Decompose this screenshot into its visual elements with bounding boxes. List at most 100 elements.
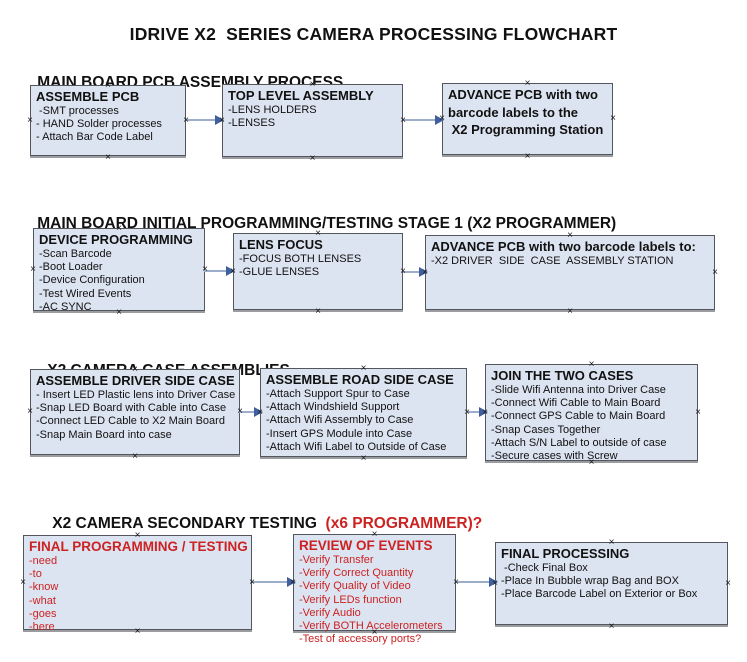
anchor-x-mark: ×	[315, 306, 321, 317]
box-item: -Device Configuration	[39, 274, 145, 287]
box-item: -here	[29, 621, 55, 634]
arrow-head-icon	[419, 267, 428, 277]
anchor-x-mark: ×	[712, 266, 718, 278]
box-items: -SMT processes- HAND Solder processes- A…	[36, 105, 180, 145]
box-title: ASSEMBLE DRIVER SIDE CASE	[36, 373, 235, 388]
arrow-shaft	[403, 119, 438, 121]
box-item: -LENSES	[228, 117, 276, 130]
anchor-x-mark: ×	[567, 230, 573, 241]
box-items: -Slide Wifi Antenna into Driver Case-Con…	[491, 384, 692, 463]
box-item: -Attach Wifi Assembly to Case	[266, 414, 414, 427]
arrow-shaft	[466, 411, 482, 413]
box-item: -Connect GPS Cable to Main Board	[491, 410, 666, 423]
anchor-x-mark: ×	[116, 223, 122, 234]
box-items: -FOCUS BOTH LENSES-GLUE LENSES	[239, 253, 397, 279]
box-item: -Verify Audio	[299, 606, 361, 619]
section-heading-initial-programming: MAIN BOARD INITIAL PROGRAMMING/TESTING S…	[20, 197, 616, 251]
box-title: TOP LEVEL ASSEMBLY	[228, 88, 374, 103]
box-items: -Check Final Box-Place In Bubble wrap Ba…	[501, 562, 722, 602]
box-lens-focus: LENS FOCUS -FOCUS BOTH LENSES-GLUE LENSE…	[230, 228, 406, 317]
box-item: -Test Wired Events	[39, 287, 132, 300]
anchor-x-mark: ×	[371, 627, 378, 638]
box-item: -Attach S/N Label to outside of case	[491, 436, 667, 449]
arrow-head-icon	[489, 577, 498, 587]
box-items: -LENS HOLDERS-LENSES	[228, 104, 397, 130]
anchor-x-mark: ×	[524, 151, 531, 162]
anchor-x-mark: ×	[249, 576, 255, 588]
flow-arrow	[403, 267, 428, 277]
box-items: -need-to-know-what-goes-here	[29, 555, 246, 634]
box-item: -Connect LED Cable to X2 Main Board	[36, 415, 225, 428]
anchor-x-mark: ×	[105, 80, 111, 91]
flow-arrow	[403, 115, 444, 125]
anchor-x-mark: ×	[360, 453, 367, 464]
box-item: -need	[29, 555, 58, 567]
box-title: DEVICE PROGRAMMING	[39, 232, 193, 247]
anchor-x-mark: ×	[464, 406, 470, 418]
anchor-x-mark: ×	[439, 113, 445, 124]
anchor-x-mark: ×	[588, 457, 595, 468]
box-title: FINAL PROCESSING	[501, 546, 630, 561]
box-item: -Place Barcode Label on Exterior or Box	[501, 588, 698, 601]
box-final-processing: FINAL PROCESSING -Check Final Box-Place …	[492, 538, 731, 632]
box-item: -X2 DRIVER SIDE CASE ASSEMBLY STATION	[431, 255, 674, 267]
anchor-x-mark: ×	[237, 406, 243, 417]
box-join-the-two-cases: JOIN THE TWO CASES -Slide Wifi Antenna i…	[482, 360, 701, 468]
anchor-x-mark: ×	[309, 79, 316, 90]
anchor-x-mark: ×	[725, 577, 731, 589]
anchor-x-mark: ×	[371, 529, 378, 540]
box-item: -Place In Bubble wrap Bag and BOX	[501, 575, 679, 588]
box-item: -Insert GPS Module into Case	[266, 427, 413, 440]
anchor-x-mark: ×	[134, 626, 141, 637]
arrow-head-icon	[479, 407, 488, 417]
box-item: -Verify Quality of Video	[299, 580, 411, 593]
box-title: REVIEW OF EVENTS	[299, 538, 433, 553]
flow-arrow	[466, 407, 488, 417]
anchor-x-mark: ×	[492, 577, 498, 589]
anchor-x-mark: ×	[453, 576, 459, 588]
box-title: ASSEMBLE ROAD SIDE CASE	[266, 372, 454, 387]
arrow-shaft	[252, 581, 290, 583]
box-advance-pcb-case-assembly: ADVANCE PCB with two barcode labels to: …	[422, 230, 718, 317]
page-title: IDRIVE X2 SERIES CAMERA PROCESSING FLOWC…	[129, 24, 618, 44]
box-item: -Test of accessory ports?	[299, 633, 422, 646]
flow-arrow	[239, 407, 263, 417]
box-item: ADVANCE PCB with two	[448, 87, 598, 102]
box-item: -Snap Cases Together	[491, 423, 601, 436]
box-top-level-assembly: TOP LEVEL ASSEMBLY -LENS HOLDERS-LENSES …	[219, 79, 406, 164]
box-items: -Attach Support Spur to Case-Attach Wind…	[266, 388, 461, 454]
box-title: LENS FOCUS	[239, 237, 323, 252]
box-item: -Connect Wifi Cable to Main Board	[491, 397, 661, 410]
heading-text-red: (x6 PROGRAMMER)?	[325, 515, 483, 532]
box-item: -Scan Barcode	[39, 248, 112, 260]
anchor-x-mark: ×	[219, 114, 225, 126]
heading-text: X2 CAMERA SECONDARY TESTING	[52, 515, 326, 532]
box-item: -Attach Wifi Label to Outside of Case	[266, 440, 447, 453]
anchor-x-mark: ×	[309, 153, 316, 164]
arrow-head-icon	[287, 577, 296, 587]
flow-arrow	[456, 577, 498, 587]
box-items: -Verify Transfer-Verify Correct Quantity…	[299, 554, 450, 646]
anchor-x-mark: ×	[183, 114, 189, 126]
anchor-x-mark: ×	[134, 530, 141, 541]
arrow-shaft	[186, 119, 218, 121]
box-item: -Check Final Box	[501, 562, 588, 574]
anchor-x-mark: ×	[202, 263, 208, 275]
anchor-x-mark: ×	[257, 406, 263, 418]
box-item: -Snap Main Board into case	[36, 428, 172, 441]
box-items: -X2 DRIVER SIDE CASE ASSEMBLY STATION	[431, 255, 709, 268]
arrow-shaft	[403, 271, 422, 273]
anchor-x-mark: ×	[400, 114, 406, 126]
anchor-x-mark: ×	[315, 228, 321, 239]
arrow-head-icon	[435, 115, 444, 125]
box-item: -AC SYNC	[39, 300, 92, 313]
anchor-x-mark: ×	[27, 406, 33, 417]
anchor-x-mark: ×	[105, 152, 111, 163]
box-item: -Snap LED Board with Cable into Case	[36, 402, 227, 415]
box-item: -Verify LEDs function	[299, 593, 402, 606]
box-assemble-pcb: ASSEMBLE PCB -SMT processes- HAND Solder…	[27, 80, 189, 163]
flow-arrow	[204, 266, 235, 276]
